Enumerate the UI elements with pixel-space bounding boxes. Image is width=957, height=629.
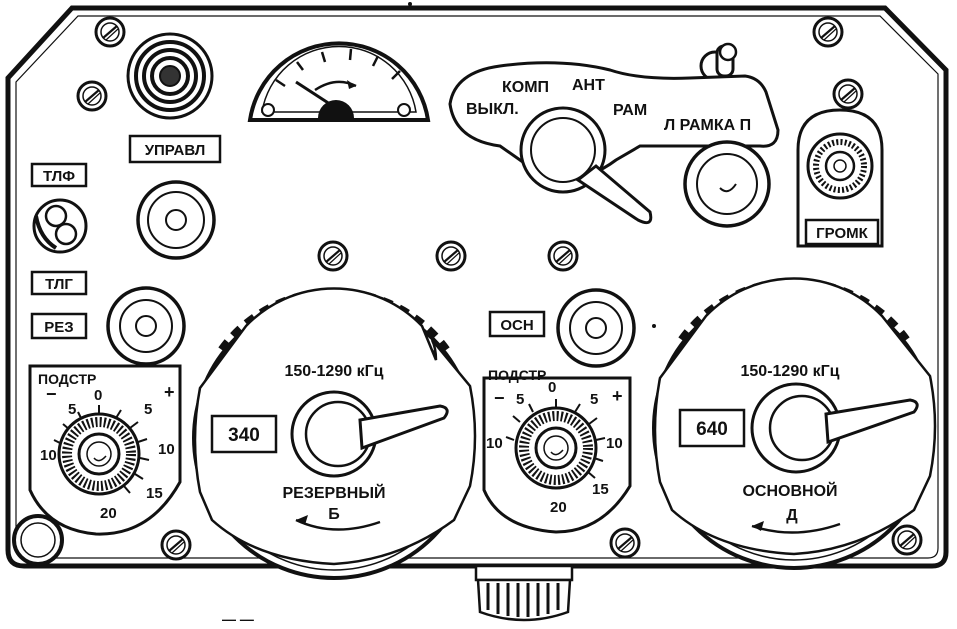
reserve-lamp (106, 286, 186, 366)
reserve-dial-name: РЕЗЕРВНЫЙ (283, 483, 386, 502)
main-dial-reading: 640 (696, 419, 728, 440)
screw-icon (160, 529, 192, 561)
screw-icon (317, 240, 349, 272)
screw-icon (812, 16, 844, 48)
mode-label-komp: КОМП (502, 79, 549, 96)
screw-icon (832, 78, 864, 110)
left-trim-knob[interactable] (53, 405, 150, 496)
mode-label-vykl: ВЫКЛ. (466, 101, 519, 118)
left-trim-tick: 5 (144, 401, 152, 418)
volume-label: ГРОМК (816, 225, 868, 242)
loop-knob[interactable] (683, 140, 771, 228)
screw-icon (94, 16, 126, 48)
reserve-dial-range: 150-1290 кГц (285, 363, 384, 380)
main-dial-range: 150-1290 кГц (741, 363, 840, 380)
marker-dot (408, 2, 412, 6)
screw-icon (547, 240, 579, 272)
control-knob[interactable] (136, 180, 216, 260)
right-trim-knob[interactable] (505, 399, 606, 490)
reserve-dial[interactable] (192, 287, 477, 580)
volume-knob[interactable] (796, 108, 884, 248)
telegraph-label: ТЛГ (45, 276, 73, 293)
main-dial[interactable] (652, 277, 937, 570)
screw-icon (76, 80, 108, 112)
right-trim-tick: 5 (590, 391, 598, 408)
left-trim-tick: 10 (40, 447, 57, 464)
main-dial-letter: Д (786, 507, 798, 524)
left-trim-tick: 20 (100, 505, 117, 522)
screw-icon (609, 527, 641, 559)
main-dial-name: ОСНОВНОЙ (742, 481, 837, 500)
footer-mark: — — (222, 611, 254, 627)
right-trim-tick: 5 (516, 391, 524, 408)
screw-icon (891, 524, 923, 556)
left-trim-plus: + (164, 382, 175, 402)
right-trim-plus: + (612, 386, 623, 406)
left-trim-tick: 10 (158, 441, 175, 458)
right-trim-title: ПОДСТР (488, 367, 546, 383)
reserve-label: РЕЗ (44, 319, 73, 336)
mode-selector[interactable] (448, 61, 780, 225)
level-meter (247, 41, 431, 122)
mode-toggle-tlf-tlg[interactable] (32, 198, 88, 254)
main-label: ОСН (500, 317, 533, 334)
indicator-lamp (12, 514, 64, 566)
right-trim-tick: 15 (592, 481, 609, 498)
main-lamp (556, 288, 636, 368)
right-trim-tick: 0 (548, 379, 556, 396)
telephone-label: ТЛФ (43, 168, 75, 185)
mode-label-ram: РАМ (613, 102, 647, 119)
marker-dot (652, 324, 656, 328)
loop-label: Л РАМКА П (664, 117, 751, 134)
right-trim-minus: − (494, 388, 505, 408)
mode-label-ant: АНТ (572, 77, 605, 94)
control-label: УПРАВЛ (145, 142, 206, 159)
top-left-knob[interactable] (126, 32, 214, 120)
left-trim-minus: − (46, 384, 57, 404)
right-trim-tick: 10 (606, 435, 623, 452)
right-trim-tick: 20 (550, 499, 567, 516)
toggle-switch[interactable] (699, 42, 738, 82)
reserve-dial-letter: Б (328, 506, 340, 523)
left-trim-title: ПОДСТР (38, 371, 96, 387)
reserve-dial-reading: 340 (228, 425, 260, 446)
bottom-connector (474, 564, 574, 622)
right-trim-tick: 10 (486, 435, 503, 452)
left-trim-tick: 5 (68, 401, 76, 418)
screw-icon (435, 240, 467, 272)
left-trim-tick: 15 (146, 485, 163, 502)
left-trim-tick: 0 (94, 387, 102, 404)
